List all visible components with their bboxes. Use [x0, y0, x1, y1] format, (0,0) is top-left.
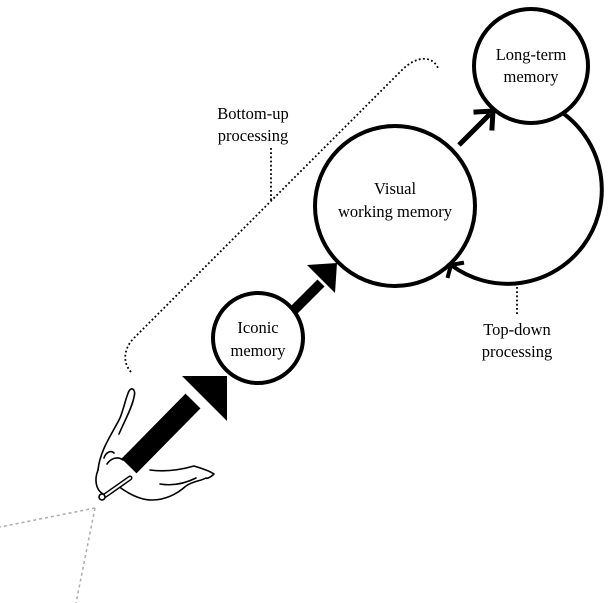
- hand-wrist-lower: [159, 477, 197, 486]
- pen-body-inner: [102, 477, 131, 498]
- bottom-up-label-line2: processing: [218, 126, 289, 145]
- vwm-to-ltm-arrow: [457, 108, 496, 147]
- bottom-up-bracket-line: [124, 57, 439, 373]
- node-visual-working-memory: Visual working memory: [313, 124, 477, 288]
- top-down-label-line2: processing: [482, 342, 553, 361]
- bottom-up-label-line1: Bottom-up: [217, 104, 289, 123]
- iconic-memory-label-line1: Iconic: [237, 318, 278, 337]
- top-down-arc: [449, 112, 604, 286]
- input-arrow-head: [182, 376, 227, 421]
- hand-index-finger: [97, 388, 136, 471]
- vwm-to-ltm-shaft: [457, 112, 492, 147]
- long-term-memory-circle: [472, 7, 590, 125]
- iconic-memory-label-line2: memory: [231, 341, 287, 360]
- input-arrow: [121, 376, 227, 474]
- input-arrow-shaft: [121, 393, 201, 474]
- hand-curled-fingers: [117, 477, 207, 501]
- hand-holding-pen-icon: [95, 388, 215, 501]
- hand-knuckle-fold: [103, 450, 115, 459]
- iconic-memory-circle: [211, 291, 305, 385]
- pen-tip: [98, 493, 106, 501]
- gaze-line-left: [0, 507, 96, 528]
- hand-wrist: [149, 465, 215, 480]
- iconic-to-vwm-head: [307, 263, 337, 293]
- visual-working-memory-circle: [313, 124, 477, 288]
- visual-working-memory-label-line2: working memory: [338, 202, 453, 221]
- iconic-to-vwm-shaft: [289, 279, 325, 315]
- node-iconic-memory: Iconic memory: [211, 291, 305, 385]
- long-term-memory-label-line1: Long-term: [496, 45, 567, 64]
- bottom-up-bracket: [124, 57, 439, 373]
- visual-working-memory-label-line1: Visual: [374, 179, 417, 198]
- bottom-up-annotation: Bottom-up processing: [217, 104, 289, 145]
- top-down-annotation: Top-down processing: [482, 320, 553, 361]
- iconic-to-vwm-arrow: [289, 263, 337, 315]
- top-down-label-line1: Top-down: [483, 320, 551, 339]
- gaze-line-down: [75, 507, 96, 603]
- long-term-memory-label-line2: memory: [504, 67, 560, 86]
- hand-thumb: [106, 457, 124, 465]
- gaze-lines: [0, 507, 96, 603]
- node-long-term-memory: Long-term memory: [472, 7, 590, 125]
